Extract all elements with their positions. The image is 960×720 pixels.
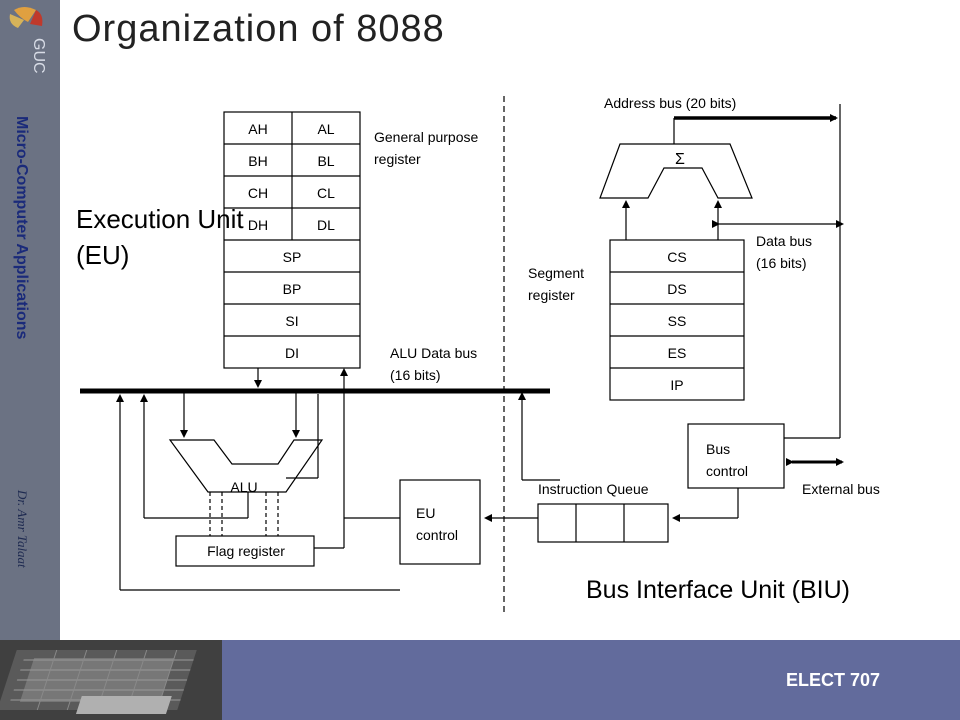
reg-si: SI <box>285 313 298 329</box>
reg-dh: DH <box>248 217 268 233</box>
reg-ch: CH <box>248 185 268 201</box>
reg-cs: CS <box>667 249 686 265</box>
reg-ip: IP <box>670 377 683 393</box>
address-bus-label: Address bus (20 bits) <box>604 95 736 111</box>
reg-al: AL <box>317 121 334 137</box>
author-text: Dr. Amr Talaat <box>15 490 30 568</box>
course-name-text: Micro-Computer Applications <box>13 116 30 340</box>
eu-control-label-1: EU <box>416 505 435 521</box>
gp-register-block <box>223 111 361 369</box>
instruction-queue-box <box>537 503 669 543</box>
eu-control-label-2: control <box>416 527 458 543</box>
alu-shape <box>168 439 324 493</box>
instruction-queue-label: Instruction Queue <box>538 481 649 497</box>
sidebar: GUC Micro-Computer Applications Dr. Amr … <box>0 0 60 640</box>
gp-caption-1: General purpose <box>374 129 479 145</box>
reg-bp: BP <box>283 281 302 297</box>
segment-caption-2: register <box>528 287 575 303</box>
gp-caption-2: register <box>374 151 421 167</box>
eu-label-1: Execution Unit <box>76 204 244 234</box>
eu-label-2: (EU) <box>76 240 129 270</box>
reg-di: DI <box>285 345 299 361</box>
segment-register-block <box>609 239 745 401</box>
8088-organization-diagram: AH AL BH BL CH CL DH DL SP BP SI DI CS D… <box>76 95 880 614</box>
data-bus-label-2: (16 bits) <box>756 255 807 271</box>
flag-register-label: Flag register <box>207 543 285 559</box>
external-bus-label: External bus <box>802 481 880 497</box>
reg-bl: BL <box>317 153 334 169</box>
bus-control-box <box>687 423 785 489</box>
reg-bh: BH <box>248 153 267 169</box>
logo-text: GUC <box>30 38 47 74</box>
sigma-adder-shape <box>599 143 753 199</box>
reg-ss: SS <box>668 313 687 329</box>
reg-es: ES <box>668 345 687 361</box>
flag-register-box <box>175 535 315 567</box>
guc-logo-icon: GUC <box>9 7 47 74</box>
alu-bus-label-2: (16 bits) <box>390 367 441 383</box>
reg-dl: DL <box>317 217 335 233</box>
reg-cl: CL <box>317 185 335 201</box>
reg-ah: AH <box>248 121 267 137</box>
course-code: ELECT 707 <box>785 670 880 690</box>
reg-sp: SP <box>283 249 302 265</box>
eu-control-box <box>399 479 481 565</box>
slide-title: Organization of 8088 <box>72 8 445 50</box>
reg-ds: DS <box>667 281 686 297</box>
footer-bar: ELECT 707 <box>222 640 960 720</box>
bus-control-label-2: control <box>706 463 748 479</box>
alu-bus-label-1: ALU Data bus <box>390 345 477 361</box>
alu-label: ALU <box>230 479 257 495</box>
sigma-label: Σ <box>675 151 685 168</box>
segment-caption-1: Segment <box>528 265 584 281</box>
biu-label: Bus Interface Unit (BIU) <box>586 576 850 604</box>
data-bus-label-1: Data bus <box>756 233 812 249</box>
chip-photo <box>0 640 222 720</box>
bus-control-label-1: Bus <box>706 441 730 457</box>
